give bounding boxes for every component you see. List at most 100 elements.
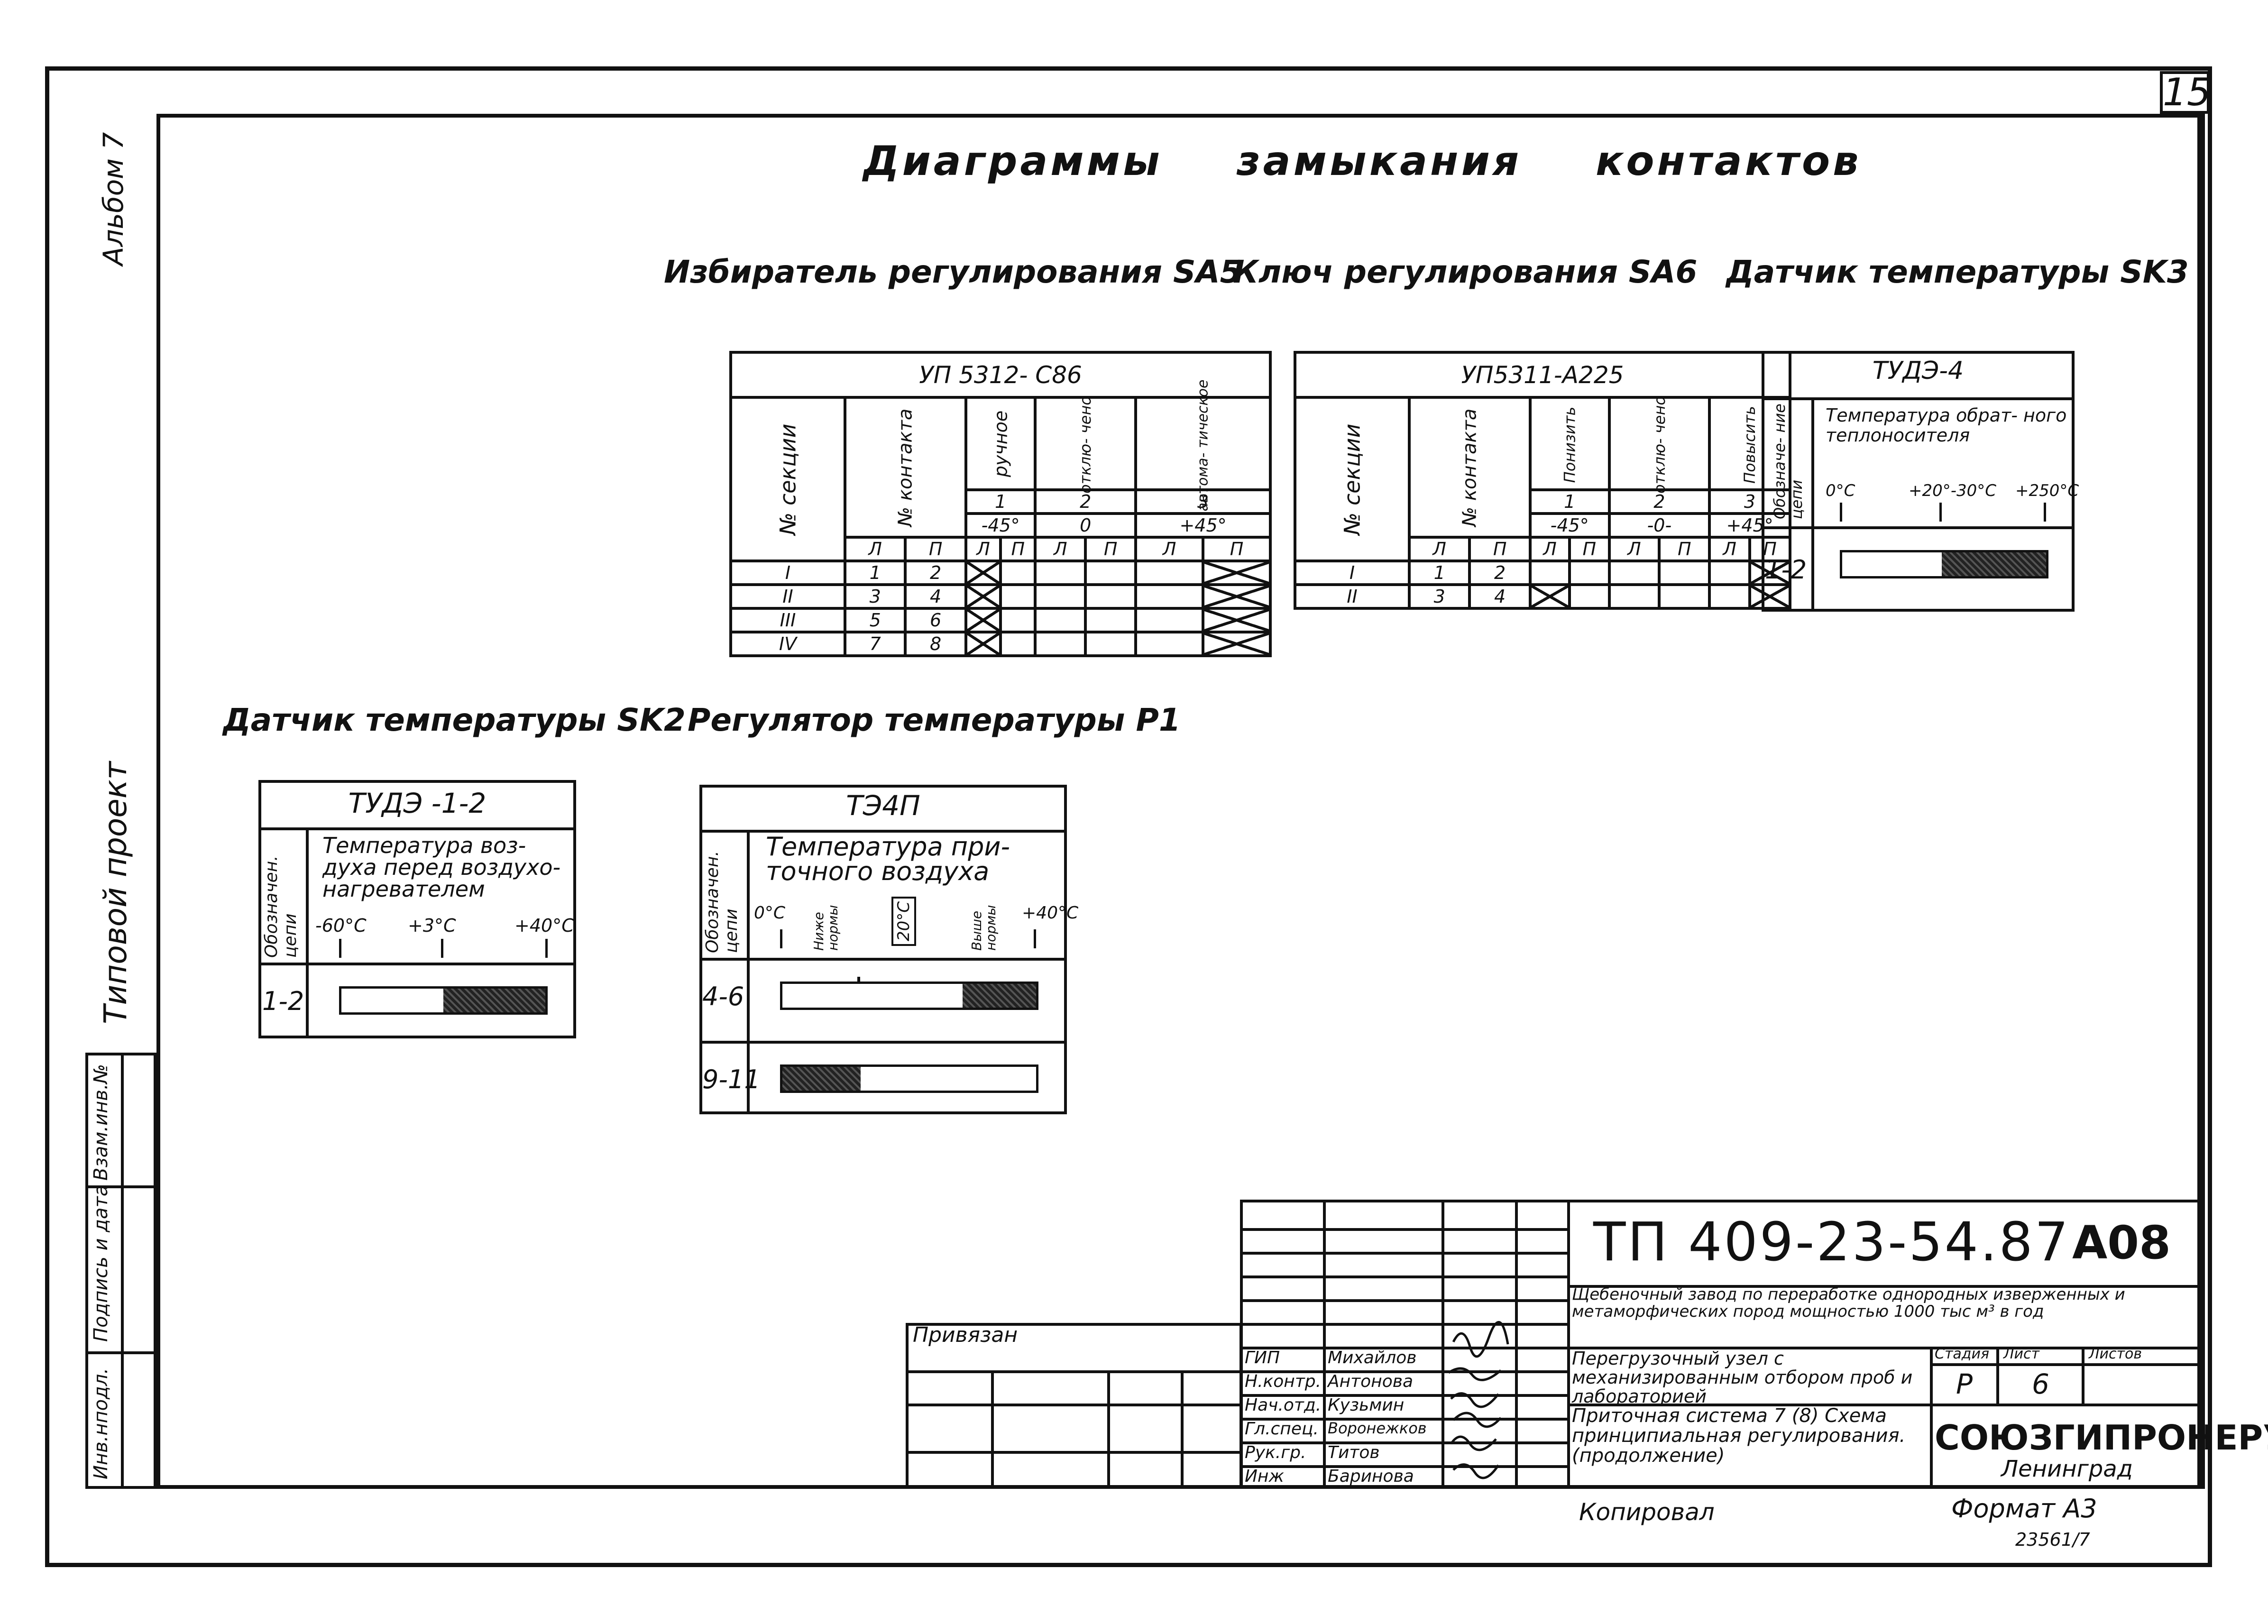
sa6-lp: Л bbox=[1708, 536, 1752, 562]
closed-contact-mark bbox=[964, 583, 1002, 610]
sk3-closed-range bbox=[1942, 552, 2046, 576]
rule bbox=[1240, 1275, 1567, 1278]
p1-caption: Регулятор температуры Р1 bbox=[688, 702, 1181, 738]
sa6-lp: Л bbox=[1607, 536, 1661, 562]
sa6-model: УП5311-А225 bbox=[1294, 351, 1791, 399]
role: Н.контр. bbox=[1245, 1372, 1322, 1391]
rule bbox=[699, 1041, 1067, 1044]
name: Кузьмин bbox=[1328, 1395, 1405, 1415]
sa5-mode-2: отклю- чено bbox=[1034, 396, 1138, 493]
sk3-table bbox=[1762, 351, 2075, 612]
sa5-lp: Л bbox=[843, 536, 907, 562]
sa5-contact: 7 bbox=[843, 631, 907, 657]
rule bbox=[1515, 1200, 1518, 1489]
sa5-section: III bbox=[729, 607, 846, 633]
closed-contact-mark bbox=[964, 607, 1002, 633]
p1-range-bar-9-11 bbox=[780, 1064, 1038, 1093]
role: Гл.спец. bbox=[1245, 1419, 1319, 1439]
sa5-lp: П bbox=[904, 536, 967, 562]
rule bbox=[1567, 1200, 1570, 1489]
replace-inv-label: Взам.инв.№ bbox=[90, 1064, 112, 1181]
sk3-scale-min: 0°С bbox=[1826, 481, 1855, 500]
sa6-lp: П bbox=[1568, 536, 1611, 562]
rule bbox=[1762, 526, 2075, 529]
sk2-row-label: 1-2 bbox=[262, 986, 304, 1016]
sk2-col-circuit: Обозначен. цепи bbox=[262, 855, 300, 958]
stage-value: Р bbox=[1956, 1368, 1973, 1400]
rule bbox=[1811, 397, 1814, 612]
p1-row-label: 4-6 bbox=[702, 982, 744, 1011]
closed-contact-mark bbox=[964, 631, 1002, 657]
sa6-lp: П bbox=[1748, 536, 1791, 562]
sa6-contact: 3 bbox=[1407, 583, 1471, 610]
sheet-value: 6 bbox=[2032, 1368, 2049, 1400]
sa5-angle: 0 bbox=[1034, 512, 1138, 539]
drawing-name: Приточная система 7 (8) Схема принципиал… bbox=[1572, 1405, 1906, 1467]
p1-table bbox=[699, 785, 1067, 1114]
sa6-col-section: № секции bbox=[1294, 396, 1411, 562]
sk3-range-bar bbox=[1840, 550, 2048, 578]
rule bbox=[306, 827, 309, 1038]
signature-stroke bbox=[1450, 1435, 1497, 1451]
sa5-pos: 3 bbox=[1134, 488, 1272, 515]
p1-range-bar-4-6 bbox=[780, 982, 1038, 1010]
sa6-section: I bbox=[1294, 560, 1411, 586]
sk3-col-circuit: Обозначе- ние цепи bbox=[1771, 404, 1806, 519]
sa6-contact: 4 bbox=[1468, 583, 1532, 610]
sk2-caption: Датчик температуры SK2 bbox=[223, 702, 686, 738]
sk2-range-bar bbox=[339, 986, 548, 1015]
sk3-scale-mid: +20°-30°С bbox=[1909, 481, 1997, 500]
rule bbox=[906, 1451, 1242, 1454]
sa6-mode-3: Повысить bbox=[1708, 396, 1791, 491]
closed-contact-mark bbox=[1202, 631, 1272, 657]
signature-stroke bbox=[1452, 1412, 1502, 1428]
sk2-scale-mid: +3°С bbox=[408, 915, 456, 936]
sa5-lp: Л bbox=[964, 536, 1002, 562]
signature-stroke bbox=[1452, 1463, 1500, 1479]
sa5-contact: 4 bbox=[904, 583, 967, 610]
rule bbox=[699, 958, 1067, 961]
p1-row-label: 9-11 bbox=[702, 1064, 761, 1094]
tick bbox=[2044, 503, 2046, 522]
signature-stroke bbox=[1450, 1392, 1499, 1408]
name: Баринова bbox=[1328, 1467, 1414, 1486]
rule bbox=[1240, 1394, 1567, 1397]
sa5-contact: 5 bbox=[843, 607, 907, 633]
rule bbox=[2082, 1347, 2084, 1404]
sa6-mode-1: Понизить bbox=[1528, 396, 1611, 491]
sa5-section: IV bbox=[729, 631, 846, 657]
name: Михайлов bbox=[1328, 1348, 1417, 1367]
sa6-angle: -0- bbox=[1607, 512, 1711, 539]
rule bbox=[1240, 1441, 1567, 1444]
sa6-contact-table: УП5311-А225 № секции № контакта Понизить… bbox=[1294, 351, 1791, 610]
sheet-number: 15 bbox=[2160, 71, 2211, 114]
sa5-lp: П bbox=[999, 536, 1037, 562]
sa6-mode-2: отклю- чено bbox=[1607, 396, 1711, 493]
rule bbox=[747, 830, 750, 1114]
signature-stroke bbox=[1448, 1367, 1502, 1381]
closed-contact-mark bbox=[1528, 583, 1571, 610]
city: Ленинград bbox=[2001, 1456, 2133, 1482]
signature-stroke bbox=[1452, 1321, 1509, 1358]
closed-contact-mark bbox=[1748, 583, 1791, 610]
sa6-angle: -45° bbox=[1528, 512, 1611, 539]
p1-scale-40: +40°С bbox=[1022, 903, 1079, 923]
sa6-contact: 2 bbox=[1468, 560, 1532, 586]
sa5-mode-3: автома- тическое bbox=[1134, 379, 1272, 511]
closed-contact-mark bbox=[1202, 583, 1272, 610]
rule bbox=[1567, 1347, 2205, 1349]
sa5-contact: 1 bbox=[843, 560, 907, 586]
sa6-section: II bbox=[1294, 583, 1411, 610]
margin-stamp-divider bbox=[121, 1053, 124, 1489]
sa5-angle: +45° bbox=[1134, 512, 1272, 539]
tick bbox=[1034, 929, 1036, 948]
margin-stamp-rule bbox=[85, 1185, 156, 1188]
rule bbox=[906, 1404, 1242, 1406]
signatures bbox=[1448, 1321, 1509, 1479]
p1-header: Температура при- точного воздуха bbox=[766, 832, 1010, 886]
rule bbox=[991, 1370, 994, 1489]
sk2-header: Температура воз- духа перед воздухо- наг… bbox=[322, 833, 561, 902]
album-label: Альбом 7 bbox=[97, 132, 129, 266]
closed-contact-mark bbox=[1748, 560, 1791, 586]
